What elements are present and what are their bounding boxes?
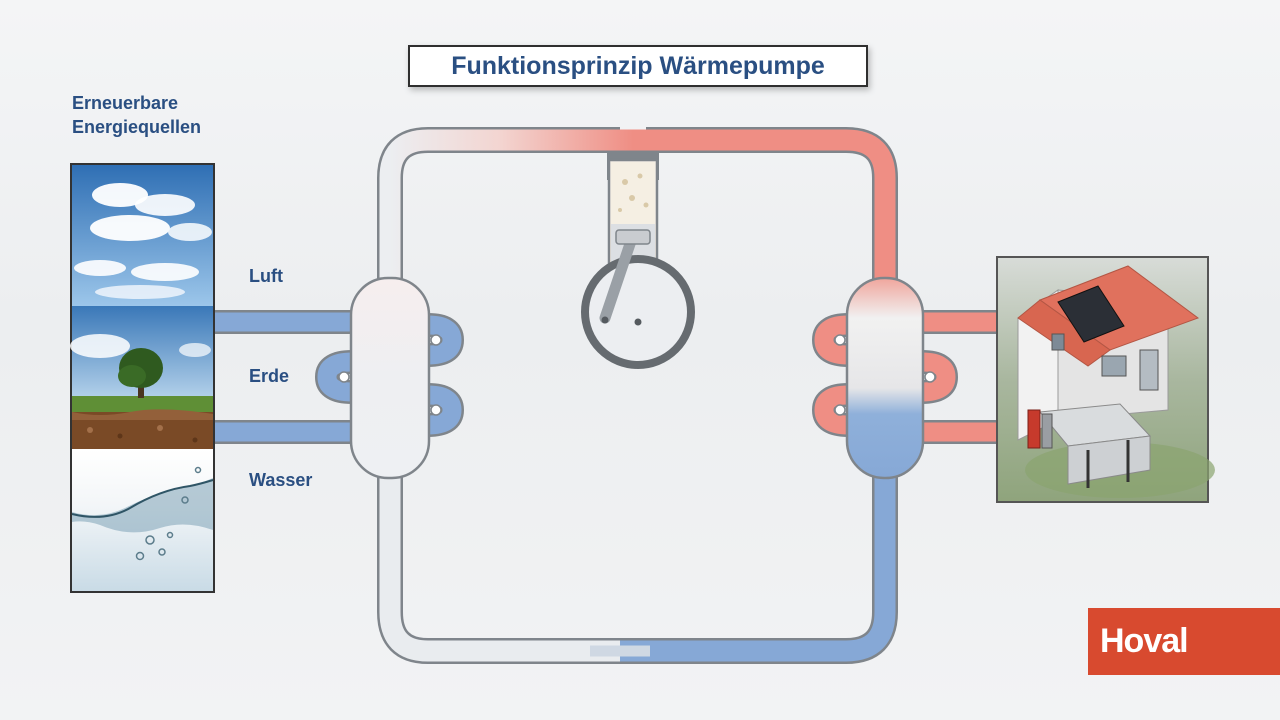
energy-source-images (70, 163, 215, 593)
hoval-logo: Hoval (1088, 608, 1280, 675)
refrigerant-loop (377, 127, 898, 664)
earth-image (70, 306, 213, 449)
source-label-water: Wasser (249, 470, 313, 490)
house-image (996, 256, 1215, 503)
energy-sources-heading-line2: Energiequellen (72, 117, 202, 137)
energy-sources-heading-line1: Erneuerbare (72, 93, 179, 113)
evaporator (215, 276, 465, 480)
source-label-air: Luft (249, 266, 283, 286)
energy-sources-heading: Erneuerbare Energiequellen (72, 91, 272, 139)
source-label-earth: Erde (249, 366, 290, 386)
compressor (581, 158, 695, 369)
condenser (811, 276, 998, 480)
diagram-title: Funktionsprinzip Wärmepumpe (408, 45, 868, 87)
water-image (71, 449, 214, 591)
air-image (72, 165, 213, 306)
